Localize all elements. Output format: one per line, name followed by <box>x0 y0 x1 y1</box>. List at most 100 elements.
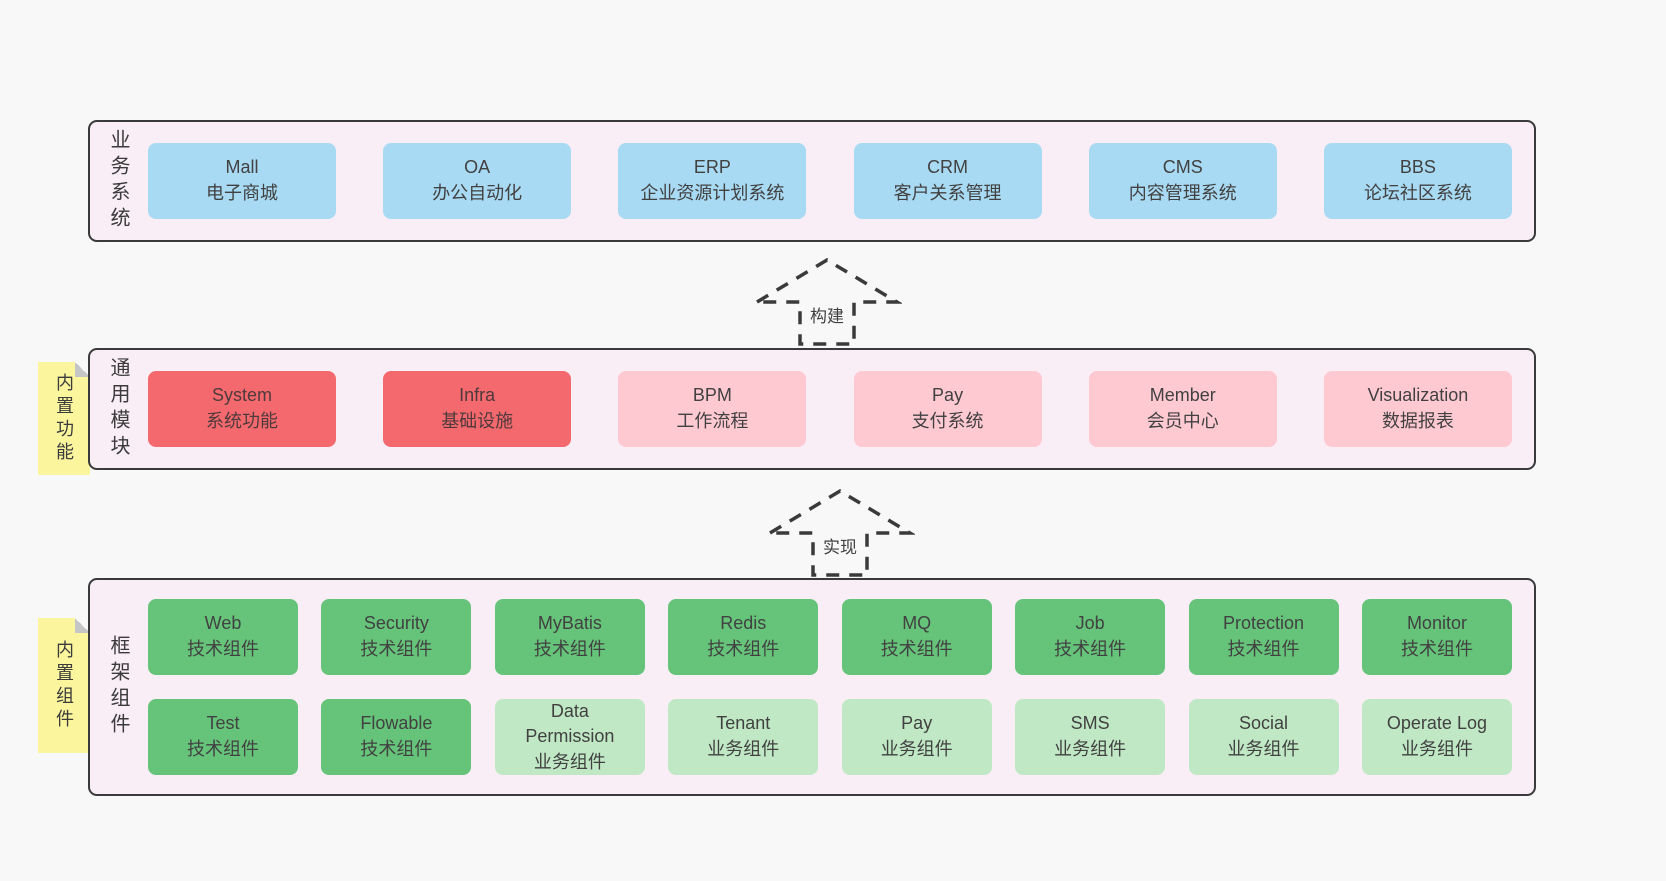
box-subtitle: 业务组件 <box>880 739 953 759</box>
box-subtitle: 业务组件 <box>533 751 606 772</box>
up-arrow-icon <box>752 257 902 346</box>
box-title: Tenant <box>716 713 771 734</box>
box-data-permission: Data Permission 业务组件 <box>494 699 645 775</box>
box-title: Protection <box>1223 613 1305 634</box>
framework-components-label: 框架组件 <box>90 580 146 794</box>
box-protection: Protection 技术组件 <box>1188 599 1339 675</box>
box-subtitle: 业务组件 <box>1054 739 1127 759</box>
box-subtitle: 办公自动化 <box>432 183 523 203</box>
box-title: BBS <box>1399 157 1436 178</box>
band-label-text: 通用模块 <box>107 357 129 461</box>
box-title: Pay <box>901 713 933 734</box>
box-subtitle: 业务组件 <box>1400 739 1473 759</box>
sticky-note-builtin-features: 内置功能 <box>38 362 90 475</box>
box-title: OA <box>464 157 491 178</box>
box-infra: Infra 基础设施 <box>383 371 572 447</box>
box-title: MyBatis <box>537 613 602 634</box>
box-pay-component: Pay 业务组件 <box>841 699 992 775</box>
box-title: Data Permission <box>525 700 615 747</box>
box-system: System 系统功能 <box>148 371 336 447</box>
box-social: Social 业务组件 <box>1188 699 1339 775</box>
framework-row-1: Web 技术组件 Security 技术组件 MyBatis 技术组件 Redi… <box>148 599 1512 675</box>
box-mybatis: MyBatis 技术组件 <box>494 599 645 675</box>
box-erp: ERP 企业资源计划系统 <box>618 143 807 219</box>
box-title: System <box>211 385 272 406</box>
box-title: SMS <box>1070 713 1110 734</box>
band-label-text: 业务系统 <box>107 129 129 233</box>
box-title: Member <box>1149 385 1216 406</box>
box-subtitle: 技术组件 <box>360 739 433 759</box>
box-sms: SMS 业务组件 <box>1015 699 1166 775</box>
box-test: Test 技术组件 <box>148 699 298 775</box>
box-title: Flowable <box>360 713 433 734</box>
business-systems-band: 业务系统 Mall 电子商城 OA 办公自动化 ERP 企业资源计划系统 CRM… <box>88 120 1536 242</box>
box-subtitle: 支付系统 <box>911 411 984 431</box>
box-bpm: BPM 工作流程 <box>618 371 807 447</box>
box-subtitle: 技术组件 <box>187 739 259 759</box>
box-cms: CMS 内容管理系统 <box>1088 143 1277 219</box>
box-title: Security <box>363 613 429 634</box>
box-subtitle: 工作流程 <box>676 411 749 431</box>
box-subtitle: 系统功能 <box>206 411 278 431</box>
box-title: Visualization <box>1367 385 1469 406</box>
box-subtitle: 企业资源计划系统 <box>640 183 785 203</box>
box-redis: Redis 技术组件 <box>668 599 819 675</box>
business-systems-content: Mall 电子商城 OA 办公自动化 ERP 企业资源计划系统 CRM 客户关系… <box>146 122 1534 240</box>
box-subtitle: 业务组件 <box>1227 739 1300 759</box>
framework-components-band: 框架组件 Web 技术组件 Security 技术组件 MyBatis 技术组件… <box>88 578 1536 796</box>
build-arrow: 构建 <box>752 256 902 348</box>
business-systems-label: 业务系统 <box>90 122 146 240</box>
box-title: MQ <box>902 613 932 634</box>
implement-arrow: 实现 <box>765 487 915 579</box>
sticky-label: 内置组件 <box>54 639 74 732</box>
sticky-note-builtin-components: 内置组件 <box>38 618 90 753</box>
band-label-text: 框架组件 <box>107 635 129 739</box>
box-member: Member 会员中心 <box>1088 371 1277 447</box>
box-subtitle: 客户关系管理 <box>893 183 1002 203</box>
box-title: CRM <box>927 157 969 178</box>
box-subtitle: 技术组件 <box>1400 639 1473 659</box>
box-subtitle: 论坛社区系统 <box>1363 183 1472 203</box>
box-subtitle: 技术组件 <box>707 639 780 659</box>
box-subtitle: 内容管理系统 <box>1128 183 1237 203</box>
box-operate-log: Operate Log 业务组件 <box>1361 699 1512 775</box>
box-subtitle: 基础设施 <box>441 411 514 431</box>
box-flowable: Flowable 技术组件 <box>321 699 472 775</box>
common-modules-content: System 系统功能 Infra 基础设施 BPM 工作流程 Pay 支付系统… <box>146 350 1534 468</box>
box-title: Monitor <box>1406 613 1467 634</box>
box-bbs: BBS 论坛社区系统 <box>1323 143 1512 219</box>
box-job: Job 技术组件 <box>1015 599 1166 675</box>
box-title: Redis <box>720 613 767 634</box>
box-subtitle: 技术组件 <box>880 639 953 659</box>
box-subtitle: 会员中心 <box>1146 411 1219 431</box>
box-title: Mall <box>225 157 259 178</box>
box-title: ERP <box>693 157 731 178</box>
box-title: CMS <box>1162 157 1203 178</box>
box-title: Job <box>1075 613 1105 634</box>
box-mall: Mall 电子商城 <box>148 143 336 219</box>
box-tenant: Tenant 业务组件 <box>668 699 819 775</box>
box-title: Test <box>206 713 240 734</box>
box-subtitle: 技术组件 <box>1227 639 1300 659</box>
box-subtitle: 业务组件 <box>707 739 780 759</box>
box-subtitle: 数据报表 <box>1381 411 1454 431</box>
box-subtitle: 电子商城 <box>206 183 278 203</box>
box-title: Operate Log <box>1386 713 1487 734</box>
common-modules-band: 通用模块 System 系统功能 Infra 基础设施 BPM 工作流程 Pay… <box>88 348 1536 470</box>
box-title: Pay <box>932 385 964 406</box>
box-crm: CRM 客户关系管理 <box>853 143 1042 219</box>
box-monitor: Monitor 技术组件 <box>1361 599 1512 675</box>
up-arrow-icon <box>765 488 915 577</box>
box-title: Web <box>204 613 242 634</box>
box-subtitle: 技术组件 <box>187 639 259 659</box>
box-subtitle: 技术组件 <box>1054 639 1127 659</box>
sticky-label: 内置功能 <box>54 372 74 465</box>
box-title: BPM <box>692 385 732 406</box>
box-subtitle: 技术组件 <box>360 639 433 659</box>
implement-arrow-label: 实现 <box>823 538 857 557</box>
box-mq: MQ 技术组件 <box>841 599 992 675</box>
framework-row-2: Test 技术组件 Flowable 技术组件 Data Permission … <box>148 699 1512 775</box>
common-modules-label: 通用模块 <box>90 350 146 468</box>
box-subtitle: 技术组件 <box>533 639 606 659</box>
box-web: Web 技术组件 <box>148 599 298 675</box>
